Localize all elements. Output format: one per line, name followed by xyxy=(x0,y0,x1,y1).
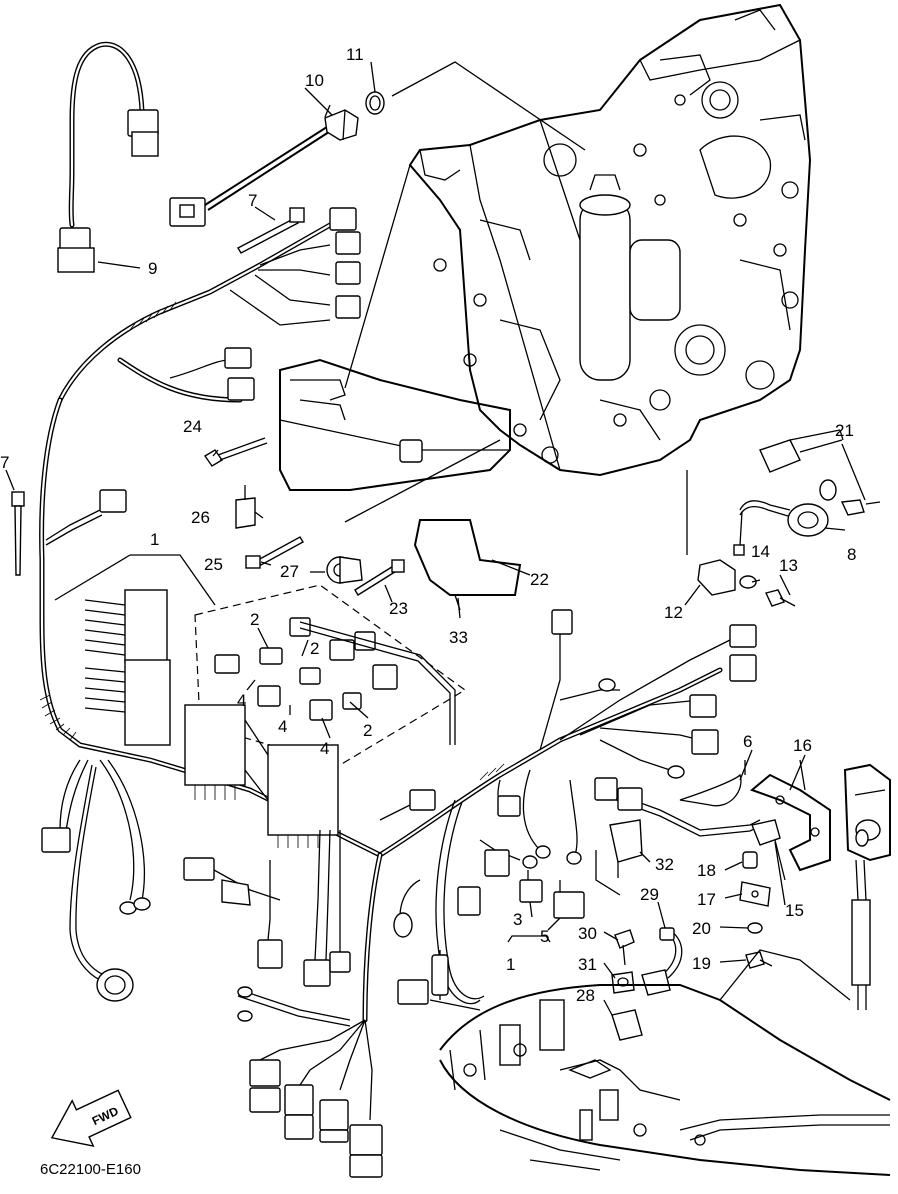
harness-branch-left-connector xyxy=(45,489,127,546)
collar-18 xyxy=(742,851,758,869)
grommet-31 xyxy=(611,971,635,994)
callout-4-a: 4 xyxy=(237,691,246,710)
sensor-8 xyxy=(733,500,829,556)
callout-18: 18 xyxy=(697,861,716,880)
callout-2-b: 2 xyxy=(310,639,319,658)
callout-6: 6 xyxy=(743,732,752,751)
callout-21: 21 xyxy=(835,421,854,440)
callout-26: 26 xyxy=(191,508,210,527)
callout-7-top: 7 xyxy=(248,191,257,210)
callout-labels: 1 1 2 2 2 3 4 4 4 5 6 7 7 8 9 10 11 12 1… xyxy=(0,45,856,1005)
harness-middle xyxy=(377,609,757,865)
sensor-cable-9 xyxy=(57,41,159,273)
callout-10: 10 xyxy=(305,71,324,90)
holder-26 xyxy=(235,485,256,529)
callout-12: 12 xyxy=(664,603,683,622)
callout-32: 32 xyxy=(655,855,674,874)
fwd-arrow: FWD xyxy=(50,1089,132,1147)
drawing-code: 6C22100-E160 xyxy=(40,1161,141,1178)
plate-17 xyxy=(739,881,771,907)
relay-5 xyxy=(553,880,585,919)
callout-30: 30 xyxy=(578,924,597,943)
callout-25: 25 xyxy=(204,555,223,574)
callout-8: 8 xyxy=(847,545,856,564)
bracket-16 xyxy=(750,759,831,872)
cable-tie-7-left xyxy=(5,469,25,576)
bolt-24 xyxy=(203,437,268,467)
cable-tie-25 xyxy=(245,536,304,569)
callout-16: 16 xyxy=(793,736,812,755)
harness-to-bracket xyxy=(594,777,761,837)
callout-22: 22 xyxy=(530,570,549,589)
callout-1-box: 1 xyxy=(150,530,159,549)
sensor-29 xyxy=(641,927,683,996)
harness-bottom xyxy=(237,852,383,1178)
callout-5: 5 xyxy=(540,927,549,946)
callout-3: 3 xyxy=(513,910,522,929)
cover-22 xyxy=(279,164,511,491)
callout-28: 28 xyxy=(576,986,595,1005)
callout-27: 27 xyxy=(280,562,299,581)
bolt-13 xyxy=(765,589,796,607)
callout-23: 23 xyxy=(389,599,408,618)
leader-11-engine xyxy=(391,61,586,151)
connector-32 xyxy=(595,819,643,896)
callout-15: 15 xyxy=(785,901,804,920)
harness-lower-left xyxy=(41,759,351,1002)
harness-top-branch xyxy=(57,207,361,403)
callout-29: 29 xyxy=(640,885,659,904)
callout-9: 9 xyxy=(148,259,157,278)
washer-14 xyxy=(739,575,757,589)
callout-33: 33 xyxy=(449,628,468,647)
callout-17: 17 xyxy=(697,890,716,909)
callout-4-b: 4 xyxy=(278,717,287,736)
bracket-12 xyxy=(686,470,736,596)
lower-casing xyxy=(439,949,891,1176)
sensor-10 xyxy=(169,61,385,227)
bracket-1-group xyxy=(507,935,551,943)
sender-15 xyxy=(751,819,786,881)
callout-14: 14 xyxy=(751,542,770,561)
clamp-6 xyxy=(679,760,746,807)
callout-11: 11 xyxy=(346,45,364,64)
grommet-27 xyxy=(326,556,363,584)
control-unit-assy xyxy=(84,589,436,848)
bolt-30 xyxy=(614,929,635,966)
cable-tie-7-top xyxy=(237,206,305,254)
clamp-28 xyxy=(603,999,643,1041)
callout-19: 19 xyxy=(692,954,711,973)
callout-2-c: 2 xyxy=(363,721,372,740)
callout-4-c: 4 xyxy=(320,739,329,758)
callout-31: 31 xyxy=(578,955,597,974)
callout-13: 13 xyxy=(779,556,798,575)
callout-7-left: 7 xyxy=(0,453,9,472)
callout-20: 20 xyxy=(692,919,711,938)
harness-center-loop xyxy=(393,799,538,1011)
callout-24: 24 xyxy=(183,417,202,436)
callout-1-bottom: 1 xyxy=(506,955,515,974)
main-harness-left xyxy=(39,397,383,858)
leader-lines xyxy=(54,87,846,979)
trim-sensor-assy xyxy=(843,763,891,1010)
washer-20 xyxy=(747,922,763,934)
engine-block xyxy=(408,3,812,477)
callout-2-a: 2 xyxy=(250,610,259,629)
relay-3 xyxy=(519,870,543,903)
sensor-21 xyxy=(759,429,881,516)
relay-fuse-group xyxy=(194,584,467,766)
screw-19 xyxy=(745,951,773,969)
cable-tie-23 xyxy=(354,559,405,596)
